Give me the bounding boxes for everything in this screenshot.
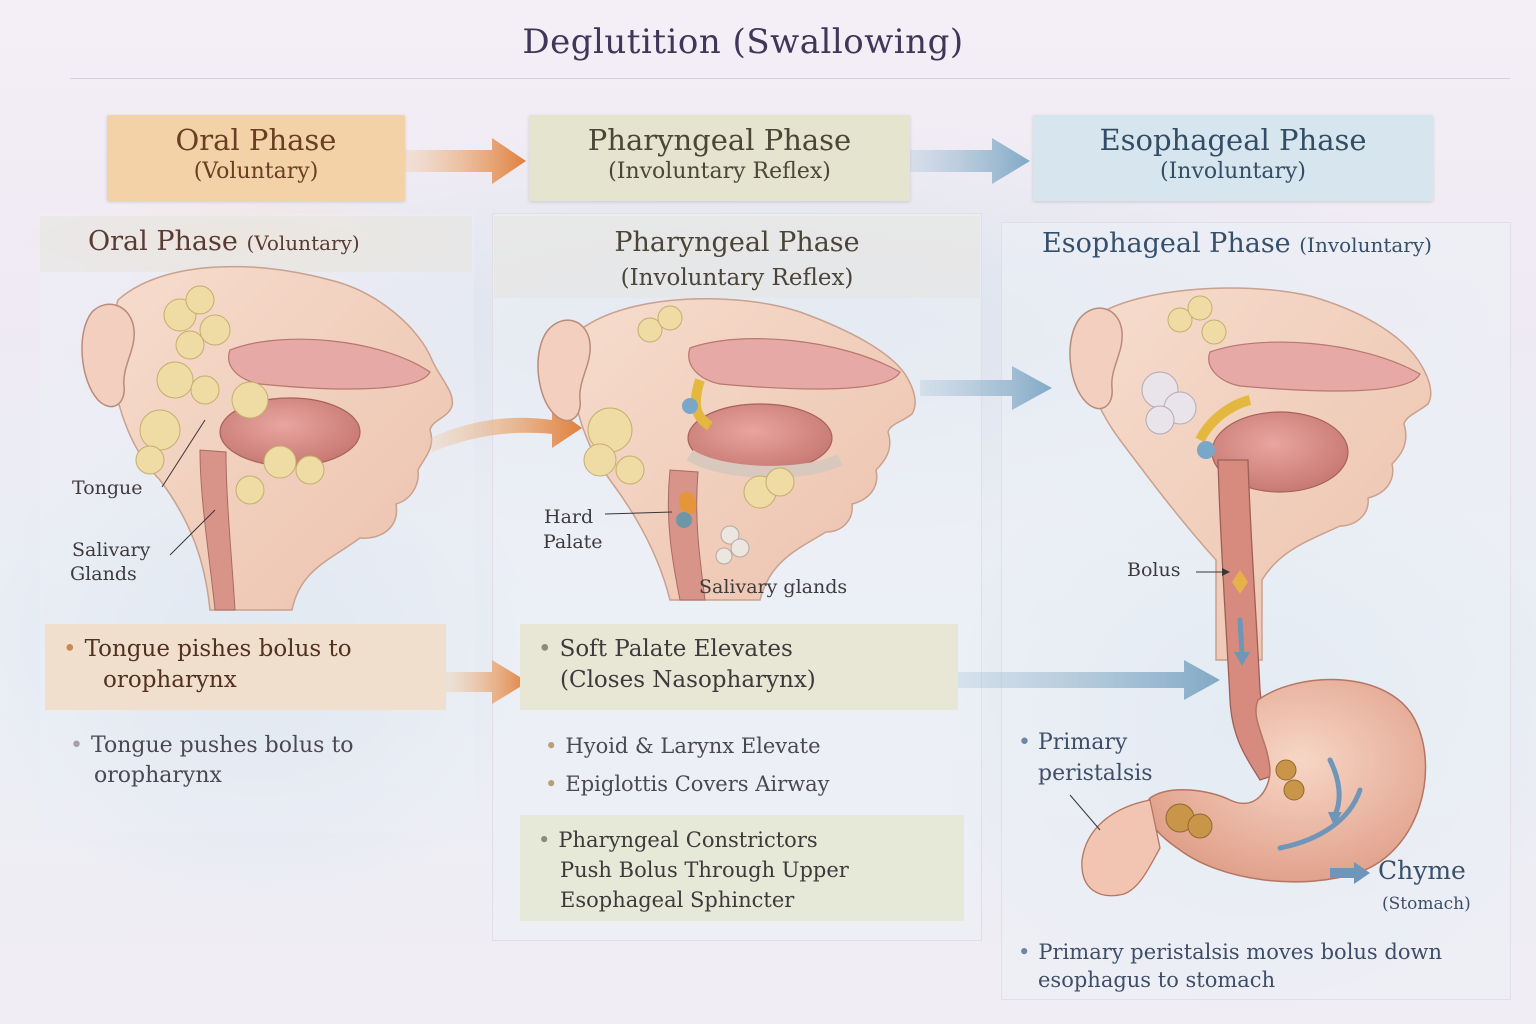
label-bolus: Bolus: [1127, 559, 1181, 581]
esophageal-subheading: (Involuntary): [1299, 233, 1432, 257]
flow-oral-type: (Voluntary): [193, 159, 319, 184]
callout-pharyngeal-line2: (Closes Nasopharynx): [560, 667, 816, 693]
oral-heading-text: Oral Phase: [88, 226, 238, 257]
oral-head-illustration: [81, 265, 454, 611]
oral-bullet-line2: oropharynx: [94, 763, 222, 788]
label-primary-peristalsis: • Primary peristalsis: [1018, 730, 1153, 786]
oral-heading-bar: [40, 216, 472, 272]
pharyngeal-heading-bar: [494, 216, 980, 298]
label-glands: Glands: [70, 563, 137, 585]
label-salivary: Salivary: [72, 539, 151, 561]
pharyngeal-bullet-2-text: Epiglottis Covers Airway: [565, 772, 830, 796]
pharyngeal-panel-heading: Pharyngeal Phase (Involuntary Reflex): [494, 226, 980, 295]
bullet-dot: •: [538, 636, 552, 662]
bullet-dot: •: [545, 734, 558, 758]
flow-box-pharyngeal-phase: Pharyngeal Phase (Involuntary Reflex): [529, 115, 910, 201]
flow-oral-name: Oral Phase: [175, 123, 337, 157]
oral-panel-heading: Oral Phase (Voluntary): [88, 226, 360, 257]
callout-oral-line2: oropharynx: [103, 667, 237, 693]
esophageal-illustration: [1069, 287, 1432, 897]
callout2-line3: Esophageal Sphincter: [560, 888, 795, 912]
pharyngeal-head-illustration: [537, 297, 916, 601]
flow-esophageal-type: (Involuntary): [1160, 159, 1306, 184]
flow-pharyngeal-name: Pharyngeal Phase: [587, 123, 852, 157]
label-salivary-glands: Salivary glands: [699, 576, 848, 598]
label-peristalsis: peristalsis: [1038, 761, 1153, 786]
arrow-callout-oral-to-pharyngeal: [446, 660, 528, 704]
esophageal-bullet-line2: esophagus to stomach: [1038, 968, 1276, 992]
pharyngeal-heading-text: Pharyngeal Phase: [614, 227, 860, 258]
callout-oral-line1: Tongue pishes bolus to: [84, 636, 352, 662]
oral-bullet-line1: Tongue pushes bolus to: [90, 733, 354, 758]
flow-box-esophageal-phase: Esophageal Phase (Involuntary): [1033, 115, 1433, 201]
oral-subheading: (Voluntary): [246, 231, 360, 255]
arrow-pharyngeal-to-esophageal-head: [920, 366, 1052, 410]
label-hard: Hard: [544, 506, 594, 528]
bullet-dot: •: [538, 828, 551, 852]
bullet-dot: •: [1018, 940, 1031, 964]
page-title: Deglutition (Swallowing): [522, 22, 964, 62]
callout2-line1: Pharyngeal Constrictors: [558, 828, 818, 852]
flow-pharyngeal-type: (Involuntary Reflex): [608, 159, 831, 184]
arrow-callout-pharyngeal-to-esophagus: [958, 660, 1220, 700]
pharyngeal-bullet-2: • Epiglottis Covers Airway: [545, 769, 830, 799]
esophageal-bullet: • Primary peristalsis moves bolus down es…: [1018, 938, 1442, 994]
callout-pharyngeal-constrictors: • Pharyngeal Constrictors Push Bolus Thro…: [520, 815, 964, 921]
label-stomach: (Stomach): [1382, 894, 1471, 914]
pharyngeal-bullet-1-text: Hyoid & Larynx Elevate: [565, 734, 821, 758]
label-tongue: Tongue: [72, 477, 143, 499]
callout2-line2: Push Bolus Through Upper: [560, 858, 849, 882]
esophageal-bullet-line1: Primary peristalsis moves bolus down: [1038, 940, 1442, 964]
bullet-dot: •: [63, 636, 77, 662]
callout-pharyngeal-line1: Soft Palate Elevates: [559, 636, 793, 662]
pharyngeal-bullet-1: • Hyoid & Larynx Elevate: [545, 731, 821, 761]
esophageal-heading-text: Esophageal Phase: [1042, 228, 1291, 259]
oral-bullet: • Tongue pushes bolus to oropharynx: [70, 731, 354, 791]
callout-soft-palate: • Soft Palate Elevates (Closes Nasopharyn…: [520, 624, 958, 710]
callout-oral-tongue-pushes: • Tongue pishes bolus to oropharynx: [45, 624, 446, 710]
label-primary: Primary: [1037, 730, 1128, 755]
label-palate: Palate: [543, 531, 603, 553]
flow-arrow-oral-to-pharyngeal: [405, 138, 526, 184]
flow-arrow-pharyngeal-to-esophageal: [910, 138, 1030, 184]
arrow-oral-to-pharyngeal-head: [430, 406, 582, 452]
pharyngeal-subheading: (Involuntary Reflex): [620, 265, 854, 291]
label-chyme: Chyme: [1378, 856, 1466, 885]
title-divider: [70, 78, 1510, 79]
esophageal-panel-heading: Esophageal Phase (Involuntary): [1042, 228, 1432, 259]
bullet-dot: •: [545, 772, 558, 796]
flow-esophageal-name: Esophageal Phase: [1099, 123, 1367, 157]
flow-box-oral-phase: Oral Phase (Voluntary): [107, 115, 405, 201]
bullet-dot: •: [70, 733, 83, 758]
